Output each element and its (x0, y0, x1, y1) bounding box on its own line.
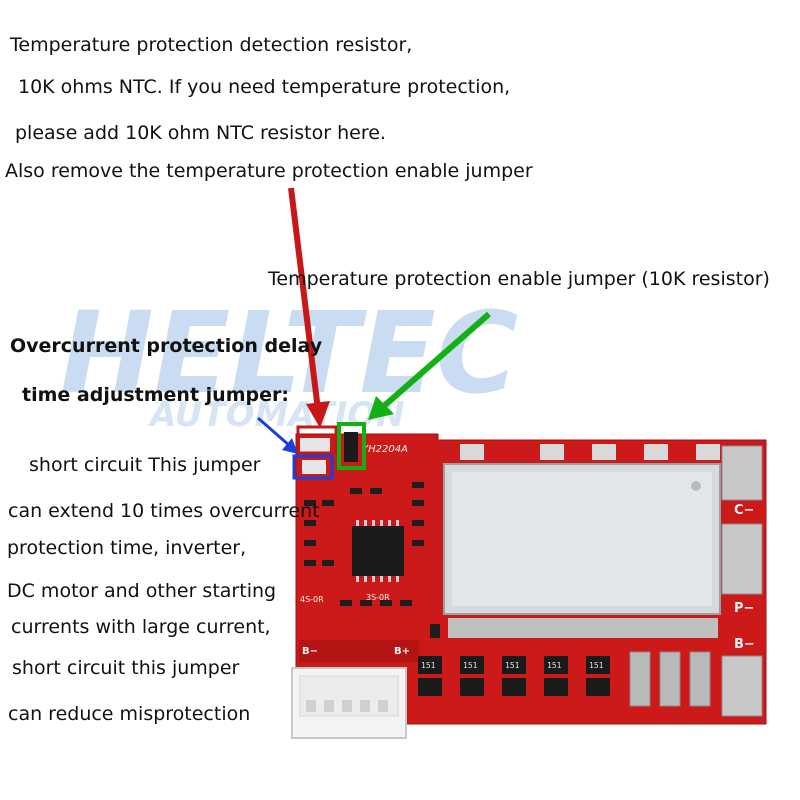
bminus-label: B− (734, 637, 755, 652)
oc-note-line4: DC motor and other starting (7, 580, 277, 602)
ntc-highlight-box (296, 425, 338, 455)
mosfet-row (418, 656, 610, 696)
heat-sink (443, 463, 721, 615)
ntc-note-line1: Temperature protection detection resisto… (10, 34, 413, 56)
green-arrow (368, 311, 491, 420)
mosfet-mark: 151 (547, 661, 562, 670)
bplus-label: B+ (394, 646, 410, 657)
bminus-left-label: B− (302, 646, 318, 657)
oc-note-line3: protection time, inverter, (7, 537, 247, 559)
overcurrent-title-line1: Overcurrent protection delay (10, 335, 323, 357)
watermark-line2: AUTOMATION (147, 395, 405, 435)
enable-jumper-note: Temperature protection enable jumper (10… (268, 268, 770, 290)
mosfet-mark: 151 (505, 661, 520, 670)
oc-note-line6: short circuit this jumper (12, 657, 240, 679)
oc-note-line5: currents with large current, (11, 616, 271, 638)
silk-3s-label: 3S-0R (366, 593, 390, 602)
balance-connector (291, 667, 407, 739)
silk-4s-label: 4S-0R (300, 595, 324, 604)
pcb-board: 151 151 151 151 151 YH2204A 4S-0R 3S-0R … (291, 432, 767, 739)
overcurrent-title-line2: time adjustment jumper: (22, 384, 289, 406)
mosfet-mark: 151 (463, 661, 478, 670)
cminus-label: C− (734, 503, 754, 518)
red-arrow (288, 187, 330, 428)
enable-jumper-highlight-box (337, 422, 366, 470)
pminus-label: P− (734, 601, 754, 616)
ntc-resistor-pad (300, 438, 330, 452)
controller-ic (352, 520, 404, 582)
ntc-note-line3: please add 10K ohm NTC resistor here. (15, 122, 386, 144)
oc-note-line2: can extend 10 times overcurrent (8, 500, 320, 522)
board-model-label: YH2204A (362, 444, 408, 455)
mosfet-mark: 151 (421, 661, 436, 670)
oc-note-line1: short circuit This jumper (29, 454, 261, 476)
delay-jumper-pad (302, 460, 326, 474)
heltec-watermark: HELTEC AUTOMATION (60, 289, 518, 435)
mosfet-mark: 151 (589, 661, 604, 670)
oc-note-line7: can reduce misprotection (8, 703, 251, 725)
delay-jumper-highlight-box (292, 454, 334, 480)
enable-jumper-resistor (344, 432, 358, 462)
ntc-note-line2: 10K ohms NTC. If you need temperature pr… (18, 76, 511, 98)
ntc-note-line4: Also remove the temperature protection e… (5, 160, 533, 182)
blue-arrow (257, 416, 298, 454)
